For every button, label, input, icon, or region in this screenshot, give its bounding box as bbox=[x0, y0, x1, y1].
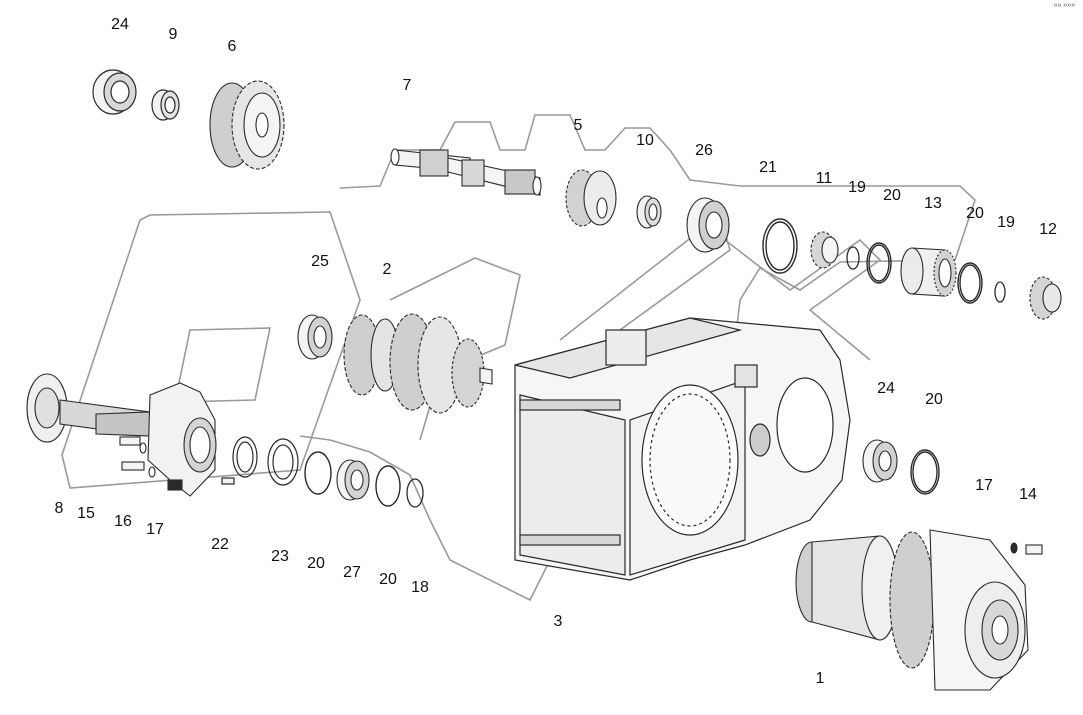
callout-9: 9 bbox=[168, 26, 178, 43]
ring-part-19 bbox=[846, 246, 860, 270]
callout-16: 16 bbox=[114, 513, 132, 530]
bolt-part-16 bbox=[119, 436, 145, 471]
callout-10: 10 bbox=[636, 132, 654, 149]
corner-mark: «» »»» bbox=[1053, 2, 1075, 9]
callout-11: 11 bbox=[815, 170, 833, 187]
callout-12: 12 bbox=[1039, 221, 1057, 238]
gear-part-12 bbox=[1029, 276, 1062, 320]
housing-part-3 bbox=[514, 317, 851, 581]
seal-part-23 bbox=[267, 438, 299, 486]
callout-1: 1 bbox=[815, 670, 825, 687]
gear-cluster-part-2 bbox=[343, 313, 493, 414]
callout-21: 21 bbox=[759, 159, 777, 176]
ring-part-18 bbox=[406, 478, 424, 508]
bushing-part bbox=[151, 89, 180, 121]
bushing-part-10 bbox=[636, 195, 662, 229]
bearing-part-24-b bbox=[862, 439, 898, 483]
shaft-part-7 bbox=[390, 148, 542, 196]
callout-25: 25 bbox=[311, 253, 329, 270]
washer-part-17 bbox=[139, 442, 156, 478]
gear-part-5 bbox=[565, 169, 617, 227]
callout-20: 20 bbox=[883, 187, 901, 204]
watermark-gear-outline bbox=[299, 114, 976, 602]
callout-7: 7 bbox=[402, 77, 412, 94]
callout-15: 15 bbox=[77, 505, 95, 522]
callout-2: 2 bbox=[382, 261, 392, 278]
callout-20-bottom: 20 bbox=[307, 555, 325, 572]
ring-part-21 bbox=[762, 218, 798, 274]
callout-18: 18 bbox=[411, 579, 429, 596]
callout-19-b: 19 bbox=[997, 214, 1015, 231]
gear-part-11 bbox=[810, 231, 839, 269]
callout-20-bottom-b: 20 bbox=[379, 571, 397, 588]
callout-19: 19 bbox=[848, 179, 866, 196]
callout-24-right: 24 bbox=[877, 380, 895, 397]
differential-part-1 bbox=[795, 529, 1029, 691]
callout-20-b: 20 bbox=[966, 205, 984, 222]
callout-27: 27 bbox=[343, 564, 361, 581]
bearing-part-13 bbox=[900, 247, 957, 297]
callout-23: 23 bbox=[271, 548, 289, 565]
callout-17-right: 17 bbox=[975, 477, 993, 494]
callout-20-right: 20 bbox=[925, 391, 943, 408]
bearing-part-26 bbox=[686, 197, 730, 253]
callout-22: 22 bbox=[211, 536, 229, 553]
bolt-part-14 bbox=[1010, 542, 1043, 555]
ring-part-20-b bbox=[957, 262, 983, 304]
ring-part-20 bbox=[866, 242, 892, 284]
ring-part-20-d bbox=[375, 465, 401, 507]
ring-part-19-b bbox=[994, 281, 1006, 303]
gear-part-6 bbox=[209, 80, 285, 170]
cover-part-15 bbox=[147, 382, 217, 497]
callout-17-left: 17 bbox=[146, 521, 164, 538]
callout-6: 6 bbox=[227, 38, 237, 55]
callout-5: 5 bbox=[573, 117, 583, 134]
callout-14: 14 bbox=[1019, 486, 1037, 503]
callout-3: 3 bbox=[553, 613, 563, 630]
ring-part-20-e bbox=[910, 449, 940, 495]
watermark-letter-o-inner bbox=[174, 327, 271, 403]
bearing-part bbox=[92, 69, 137, 115]
seal-part-22 bbox=[221, 436, 258, 485]
callout-26: 26 bbox=[695, 142, 713, 159]
flange-shaft-part-8 bbox=[26, 373, 151, 443]
callout-24-top: 24 bbox=[111, 16, 129, 33]
callout-8: 8 bbox=[54, 500, 64, 517]
callout-13: 13 bbox=[924, 195, 942, 212]
bearing-part-25 bbox=[297, 314, 333, 360]
ring-part-20-c bbox=[304, 451, 332, 495]
bearing-part-27 bbox=[336, 459, 370, 501]
